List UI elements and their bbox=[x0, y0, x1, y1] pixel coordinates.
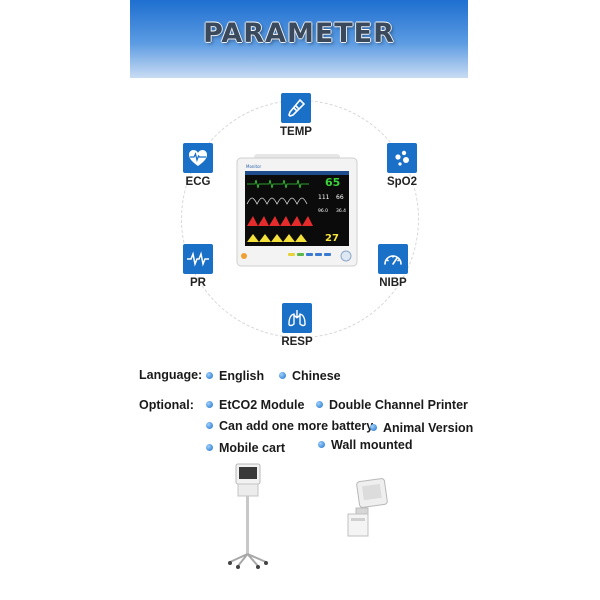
wall-mount-image bbox=[347, 478, 388, 537]
thermometer-icon bbox=[281, 93, 311, 123]
banner-title: PARAMETER bbox=[203, 18, 395, 49]
monitor-value-b: 36.4 bbox=[336, 208, 346, 214]
monitor-nibp-value: 66 bbox=[336, 194, 344, 201]
optional-item: Mobile cart bbox=[206, 441, 285, 455]
pulse-wave-icon bbox=[183, 244, 213, 274]
param-pr: PR bbox=[163, 244, 233, 289]
bullet-icon bbox=[206, 422, 213, 429]
param-label: TEMP bbox=[280, 126, 312, 138]
header-banner: PARAMETER bbox=[130, 0, 468, 78]
param-temp: TEMP bbox=[261, 93, 331, 138]
heart-pulse-icon bbox=[183, 143, 213, 173]
oxygen-bubbles-icon bbox=[387, 143, 417, 173]
bullet-icon bbox=[279, 372, 286, 379]
param-label: SpO2 bbox=[386, 176, 418, 188]
language-option: English bbox=[206, 369, 264, 383]
language-option: Chinese bbox=[279, 369, 341, 383]
bullet-icon bbox=[318, 441, 325, 448]
gauge-icon bbox=[378, 244, 408, 274]
param-ecg: ECG bbox=[163, 143, 233, 188]
bullet-icon bbox=[370, 424, 377, 431]
bullet-icon bbox=[206, 444, 213, 451]
optional-item: EtCO2 Module bbox=[206, 398, 304, 412]
optional-item: Animal Version bbox=[370, 421, 473, 435]
bullet-icon bbox=[206, 372, 213, 379]
bullet-icon bbox=[316, 401, 323, 408]
param-label: ECG bbox=[185, 176, 211, 188]
optional-item: Can add one more battery bbox=[206, 419, 373, 433]
optional-heading: Optional: bbox=[139, 398, 194, 412]
param-label: RESP bbox=[281, 336, 313, 348]
optional-item: Wall mounted bbox=[318, 438, 412, 452]
monitor-hr-value: 65 bbox=[325, 176, 340, 189]
param-resp: RESP bbox=[262, 303, 332, 348]
param-spo2: SpO2 bbox=[367, 143, 437, 188]
param-nibp: NIBP bbox=[358, 244, 428, 289]
monitor-spo2-value: 111 bbox=[318, 194, 330, 201]
lungs-icon bbox=[282, 303, 312, 333]
bullet-icon bbox=[206, 401, 213, 408]
patient-monitor-image: Monitor 65 111 66 96.0 36.4 27 bbox=[236, 154, 358, 267]
optional-item: Double Channel Printer bbox=[316, 398, 468, 412]
language-heading: Language: bbox=[139, 368, 203, 382]
monitor-value-a: 96.0 bbox=[318, 208, 328, 214]
param-label: NIBP bbox=[379, 277, 407, 289]
monitor-resp-value: 27 bbox=[325, 233, 339, 244]
svg-text:Monitor: Monitor bbox=[246, 164, 262, 169]
param-label: PR bbox=[190, 277, 206, 289]
mobile-cart-image bbox=[228, 463, 268, 569]
